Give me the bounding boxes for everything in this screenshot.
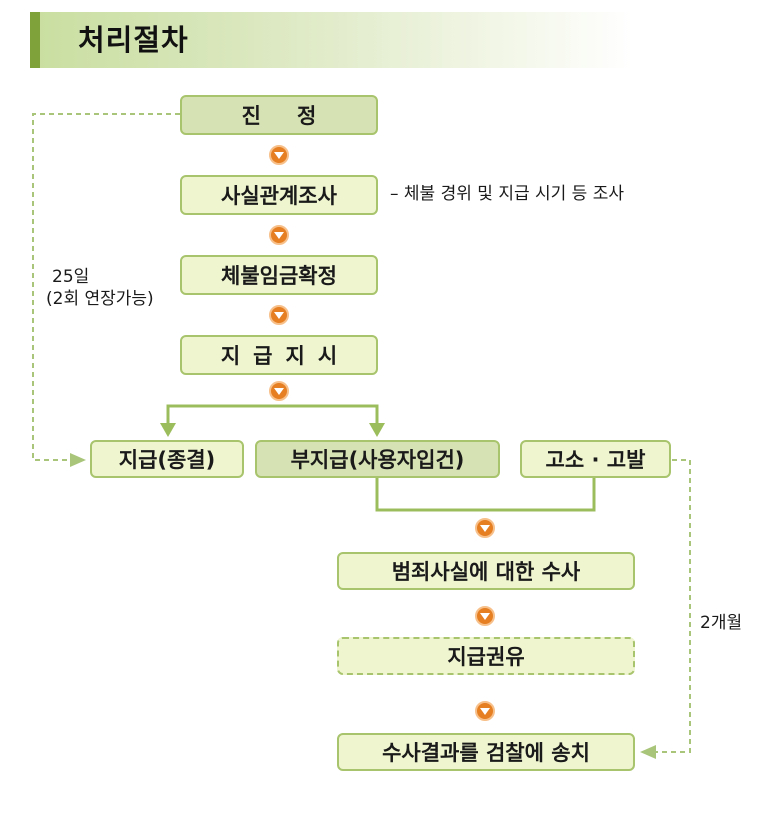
step-complaint: 고소 · 고발 — [520, 440, 671, 478]
merge-connector — [375, 478, 596, 512]
dashed-connector-left — [32, 113, 180, 461]
down-arrow-icon — [475, 701, 495, 721]
step-complaint-label: 고소 · 고발 — [545, 448, 646, 472]
section-header: 처리절차 — [30, 12, 632, 68]
step-paid-label: 지급(종결) — [118, 448, 216, 472]
down-arrow-icon — [269, 225, 289, 245]
step-send-prosecution-label: 수사결과를 검찰에 송치 — [382, 741, 590, 765]
down-arrow-icon — [269, 305, 289, 325]
step-payment-order-label: 지급지시 — [220, 344, 351, 368]
dashed-arrowhead-right — [640, 745, 656, 759]
step-fact-check: 사실관계조사 — [180, 175, 378, 215]
down-arrow-icon — [269, 381, 289, 401]
left-duration-extension: (2회 연장가능) — [46, 289, 154, 309]
right-duration-months: 2개월 — [700, 613, 743, 633]
step-payment-advice: 지급권유 — [337, 637, 635, 675]
step-fact-check-label: 사실관계조사 — [221, 184, 337, 208]
header-accent-bar — [30, 12, 40, 68]
page-title: 처리절차 — [78, 23, 189, 57]
step-paid: 지급(종결) — [90, 440, 244, 478]
dashed-connector-right — [656, 459, 691, 753]
step-investigation: 진정 — [180, 95, 378, 135]
down-arrow-icon — [269, 145, 289, 165]
left-duration-days: 25일 — [52, 267, 90, 287]
step-payment-order: 지급지시 — [180, 335, 378, 375]
dashed-arrowhead-left — [70, 453, 86, 467]
step-crime-probe: 범죄사실에 대한 수사 — [337, 552, 635, 590]
split-arrowhead-left — [160, 423, 176, 437]
step-send-prosecution: 수사결과를 검찰에 송치 — [337, 733, 635, 771]
down-arrow-icon — [475, 518, 495, 538]
step-unpaid: 부지급(사용자입건) — [255, 440, 500, 478]
split-connector — [166, 404, 379, 426]
step-wage-confirm: 체불임금확정 — [180, 255, 378, 295]
step-unpaid-label: 부지급(사용자입건) — [290, 448, 465, 472]
split-arrowhead-right — [369, 423, 385, 437]
step-crime-probe-label: 범죄사실에 대한 수사 — [391, 560, 581, 584]
step-payment-advice-label: 지급권유 — [447, 645, 525, 669]
down-arrow-icon — [475, 606, 495, 626]
fact-check-note: – 체불 경위 및 지급 시기 등 조사 — [390, 184, 625, 204]
step-wage-confirm-label: 체불임금확정 — [221, 264, 337, 288]
step-investigation-label: 진정 — [241, 104, 353, 128]
